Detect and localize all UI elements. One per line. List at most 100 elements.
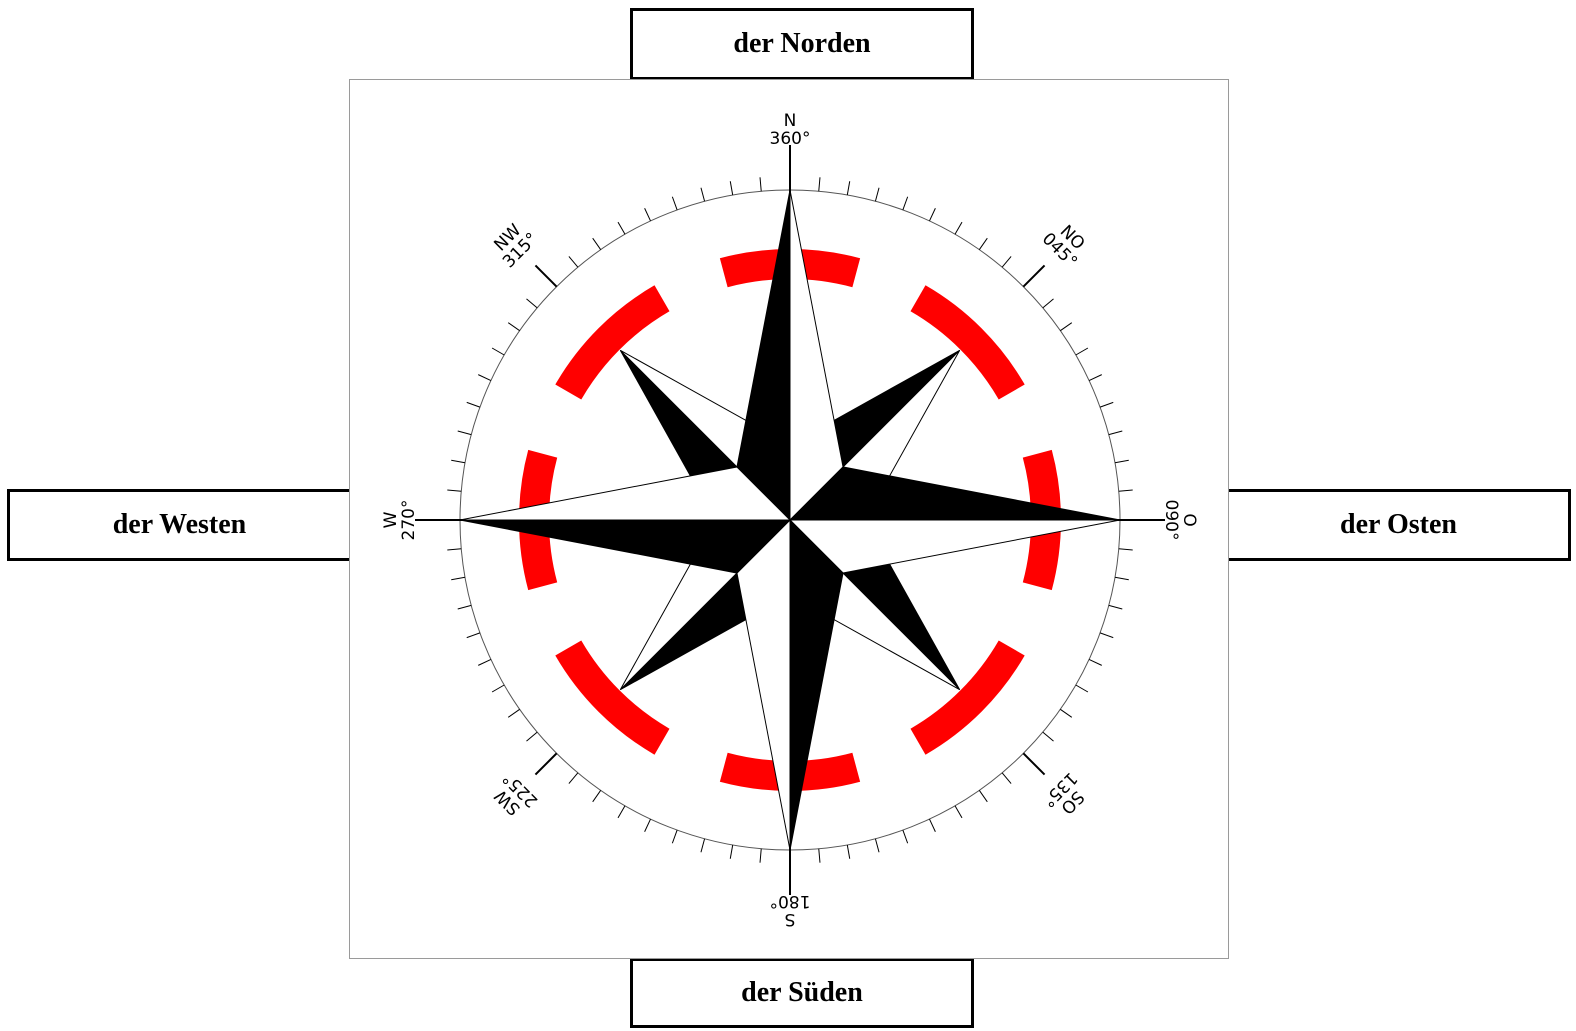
north-label-box: der Norden <box>630 8 974 80</box>
tick-mark <box>979 238 987 249</box>
tick-mark <box>492 348 504 355</box>
tick-mark <box>458 431 472 435</box>
tick-mark <box>467 633 480 638</box>
tick-mark <box>929 819 935 832</box>
tick-mark <box>593 238 601 249</box>
tick-mark <box>1043 299 1054 308</box>
tick-mark <box>701 839 705 853</box>
cardinal-point-dark-half <box>737 190 790 520</box>
tick-mark <box>458 605 472 609</box>
tick-mark <box>526 299 537 308</box>
tick-mark <box>478 375 491 381</box>
tick-mark <box>760 849 761 863</box>
direction-letter: S <box>785 909 796 929</box>
tick-mark <box>760 177 761 191</box>
tick-mark <box>672 197 677 210</box>
north-label: der Norden <box>733 28 870 60</box>
compass-star <box>460 190 1120 850</box>
tick-mark <box>467 402 480 407</box>
tick-mark <box>875 839 879 853</box>
tick-mark <box>1089 659 1102 665</box>
direction-degree: 090° <box>1161 500 1181 541</box>
tick-mark <box>1076 685 1088 692</box>
tick-mark <box>535 753 556 774</box>
tick-mark <box>1115 460 1129 462</box>
tick-mark <box>1023 753 1044 774</box>
tick-mark <box>508 323 519 331</box>
tick-mark <box>1100 633 1113 638</box>
tick-mark <box>819 177 820 191</box>
tick-mark <box>1060 323 1071 331</box>
direction-degree: 360° <box>770 129 811 149</box>
tick-mark <box>1060 709 1071 717</box>
tick-mark <box>1109 605 1123 609</box>
tick-mark <box>1002 773 1011 784</box>
tick-mark <box>451 460 465 462</box>
cardinal-point-light-half <box>790 520 1120 573</box>
tick-mark <box>618 222 625 234</box>
tick-mark <box>1119 549 1133 550</box>
tick-mark <box>618 806 625 818</box>
west-label-box: der Westen <box>7 489 352 561</box>
tick-mark <box>672 830 677 843</box>
cardinal-point-light-half <box>460 467 790 520</box>
cardinal-point-dark-half <box>460 520 790 573</box>
tick-mark <box>847 845 849 859</box>
direction-degree: 180° <box>770 891 811 911</box>
tick-mark <box>492 685 504 692</box>
tick-mark <box>569 773 578 784</box>
cardinal-point-dark-half <box>790 467 1120 520</box>
tick-mark <box>730 181 732 195</box>
compass-rose: N360°NO045°O090°SO135°S180°SW225°W270°NW… <box>350 80 1228 958</box>
tick-mark <box>819 849 820 863</box>
tick-mark <box>847 181 849 195</box>
west-label: der Westen <box>113 509 247 541</box>
tick-mark <box>478 659 491 665</box>
tick-mark <box>1002 256 1011 267</box>
tick-mark <box>447 549 461 550</box>
tick-mark <box>645 819 651 832</box>
compass-rose-frame: N360°NO045°O090°SO135°S180°SW225°W270°NW… <box>349 79 1229 959</box>
tick-mark <box>701 188 705 202</box>
south-label-box: der Süden <box>630 958 974 1028</box>
direction-letter: O <box>1179 513 1199 526</box>
tick-mark <box>1109 431 1123 435</box>
tick-mark <box>1100 402 1113 407</box>
cardinal-point-light-half <box>737 520 790 850</box>
tick-mark <box>451 577 465 579</box>
tick-mark <box>955 806 962 818</box>
tick-mark <box>569 256 578 267</box>
tick-mark <box>1076 348 1088 355</box>
tick-mark <box>1023 265 1044 286</box>
tick-mark <box>903 197 908 210</box>
tick-mark <box>903 830 908 843</box>
tick-mark <box>645 208 651 221</box>
tick-mark <box>1089 375 1102 381</box>
direction-letter: N <box>784 111 797 131</box>
tick-mark <box>526 732 537 741</box>
tick-mark <box>929 208 935 221</box>
tick-mark <box>508 709 519 717</box>
tick-mark <box>979 790 987 801</box>
cardinal-point-light-half <box>790 190 843 520</box>
direction-letter: W <box>381 511 401 528</box>
tick-mark <box>593 790 601 801</box>
direction-degree: 270° <box>399 500 419 541</box>
tick-mark <box>875 188 879 202</box>
tick-mark <box>730 845 732 859</box>
tick-mark <box>1115 577 1129 579</box>
east-label: der Osten <box>1340 509 1457 541</box>
cardinal-point-dark-half <box>790 520 843 850</box>
tick-mark <box>1043 732 1054 741</box>
tick-mark <box>955 222 962 234</box>
tick-mark <box>447 490 461 491</box>
tick-mark <box>1119 490 1133 491</box>
